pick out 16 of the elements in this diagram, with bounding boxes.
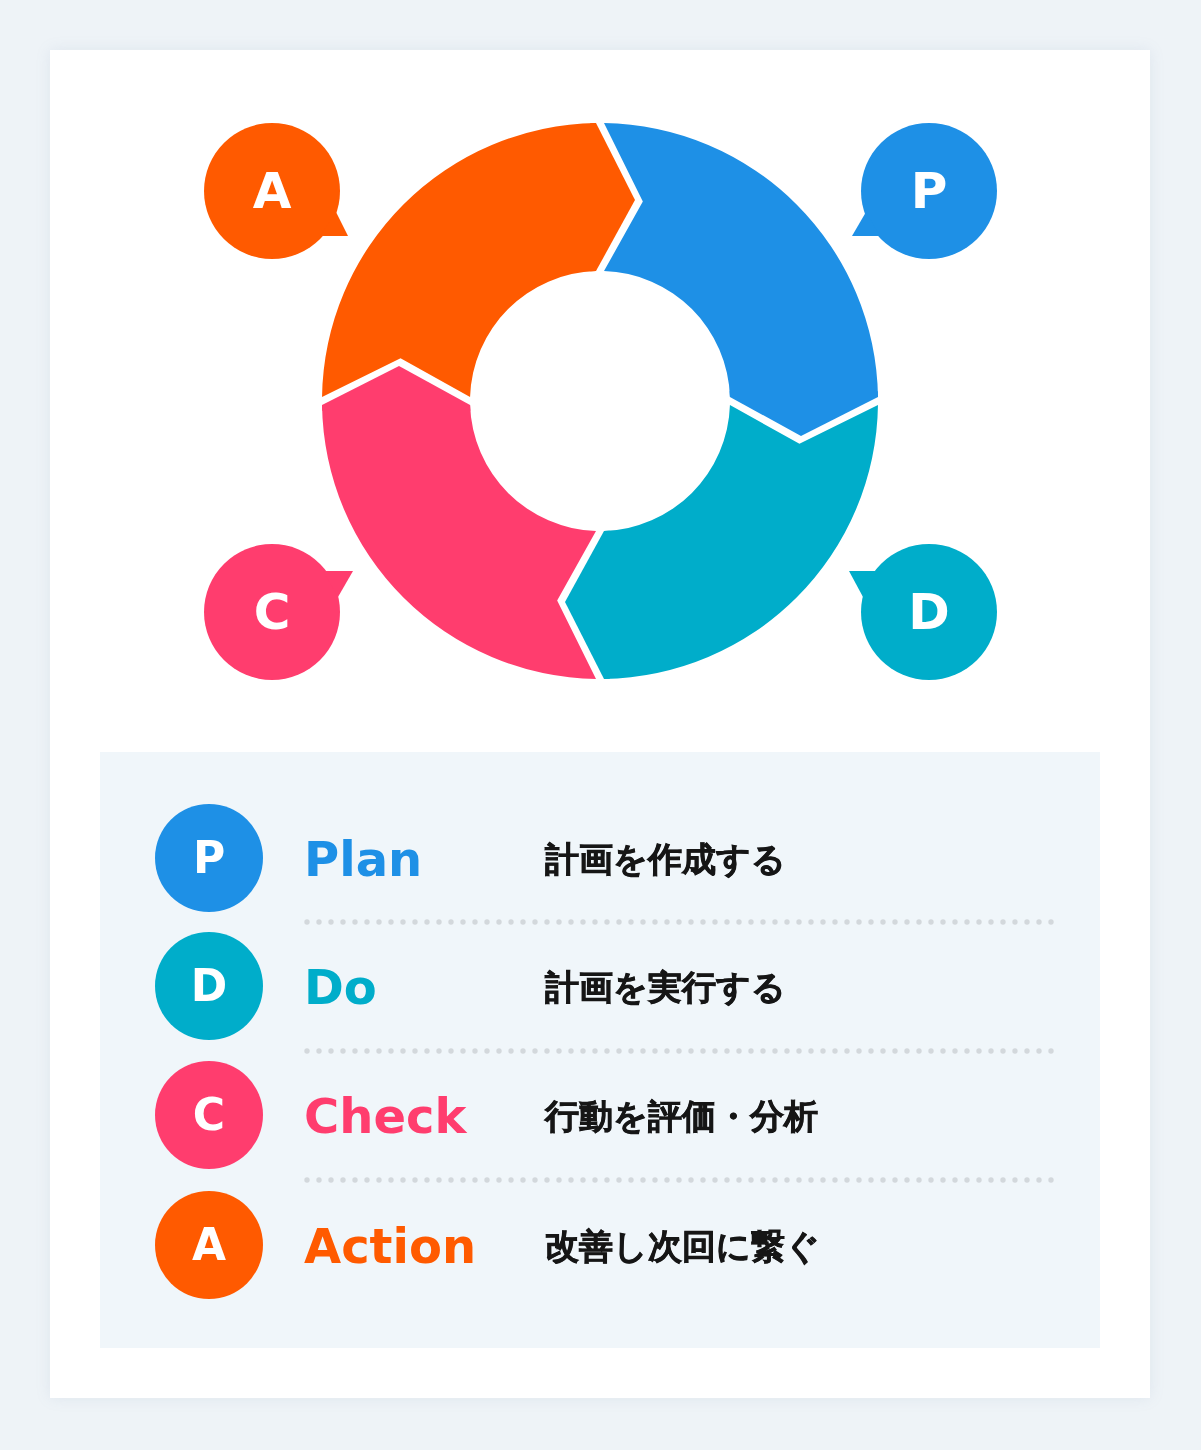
phase-description: 改善し次回に繋ぐ <box>545 1226 820 1267</box>
phase-name: Plan <box>304 835 423 883</box>
phase-letter: A <box>191 1223 227 1267</box>
phase-description: 行動を評価・分析 <box>545 1096 818 1137</box>
phase-description: 計画を作成する <box>545 839 786 880</box>
phase-letter: P <box>910 166 948 216</box>
phase-name: Action <box>304 1222 477 1270</box>
phase-name: Do <box>304 963 377 1011</box>
phase-letter: C <box>192 1093 226 1137</box>
phase-letter: D <box>908 587 950 637</box>
phase-description: 計画を実行する <box>545 967 786 1008</box>
phase-letter: A <box>252 166 292 216</box>
phase-letter: P <box>192 836 226 880</box>
phase-letter: D <box>190 964 228 1008</box>
phase-name: Check <box>304 1092 467 1140</box>
phase-letter: C <box>253 587 291 637</box>
